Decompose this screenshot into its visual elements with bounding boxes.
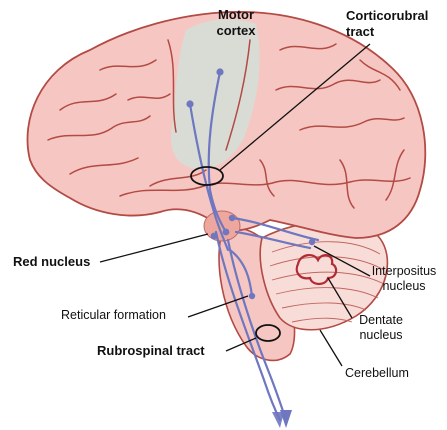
dentate-nucleus-shape (295, 254, 338, 286)
corticorubral-tract-label: Corticorubral tract (346, 8, 429, 39)
cerebellum-label: Cerebellum (345, 366, 409, 380)
motor-cortex-label: Motor cortex (216, 7, 256, 38)
corticorubral-marker (190, 166, 224, 186)
red-nucleus-label: Red nucleus (13, 254, 91, 269)
cortical-folds (47, 39, 411, 209)
tract-endpoints (186, 68, 316, 300)
arrowheads (272, 410, 292, 428)
interpositus-nucleus-label: Interpositus nucleus (371, 264, 437, 293)
reticular-formation-label: Reticular formation (61, 308, 166, 322)
neural-tracts (188, 70, 320, 422)
rubrospinal-marker (255, 324, 281, 342)
leader-lines (99, 43, 371, 367)
rubrospinal-tract-label: Rubrospinal tract (97, 343, 205, 358)
dentate-nucleus-label: Dentate nucleus (359, 313, 403, 342)
